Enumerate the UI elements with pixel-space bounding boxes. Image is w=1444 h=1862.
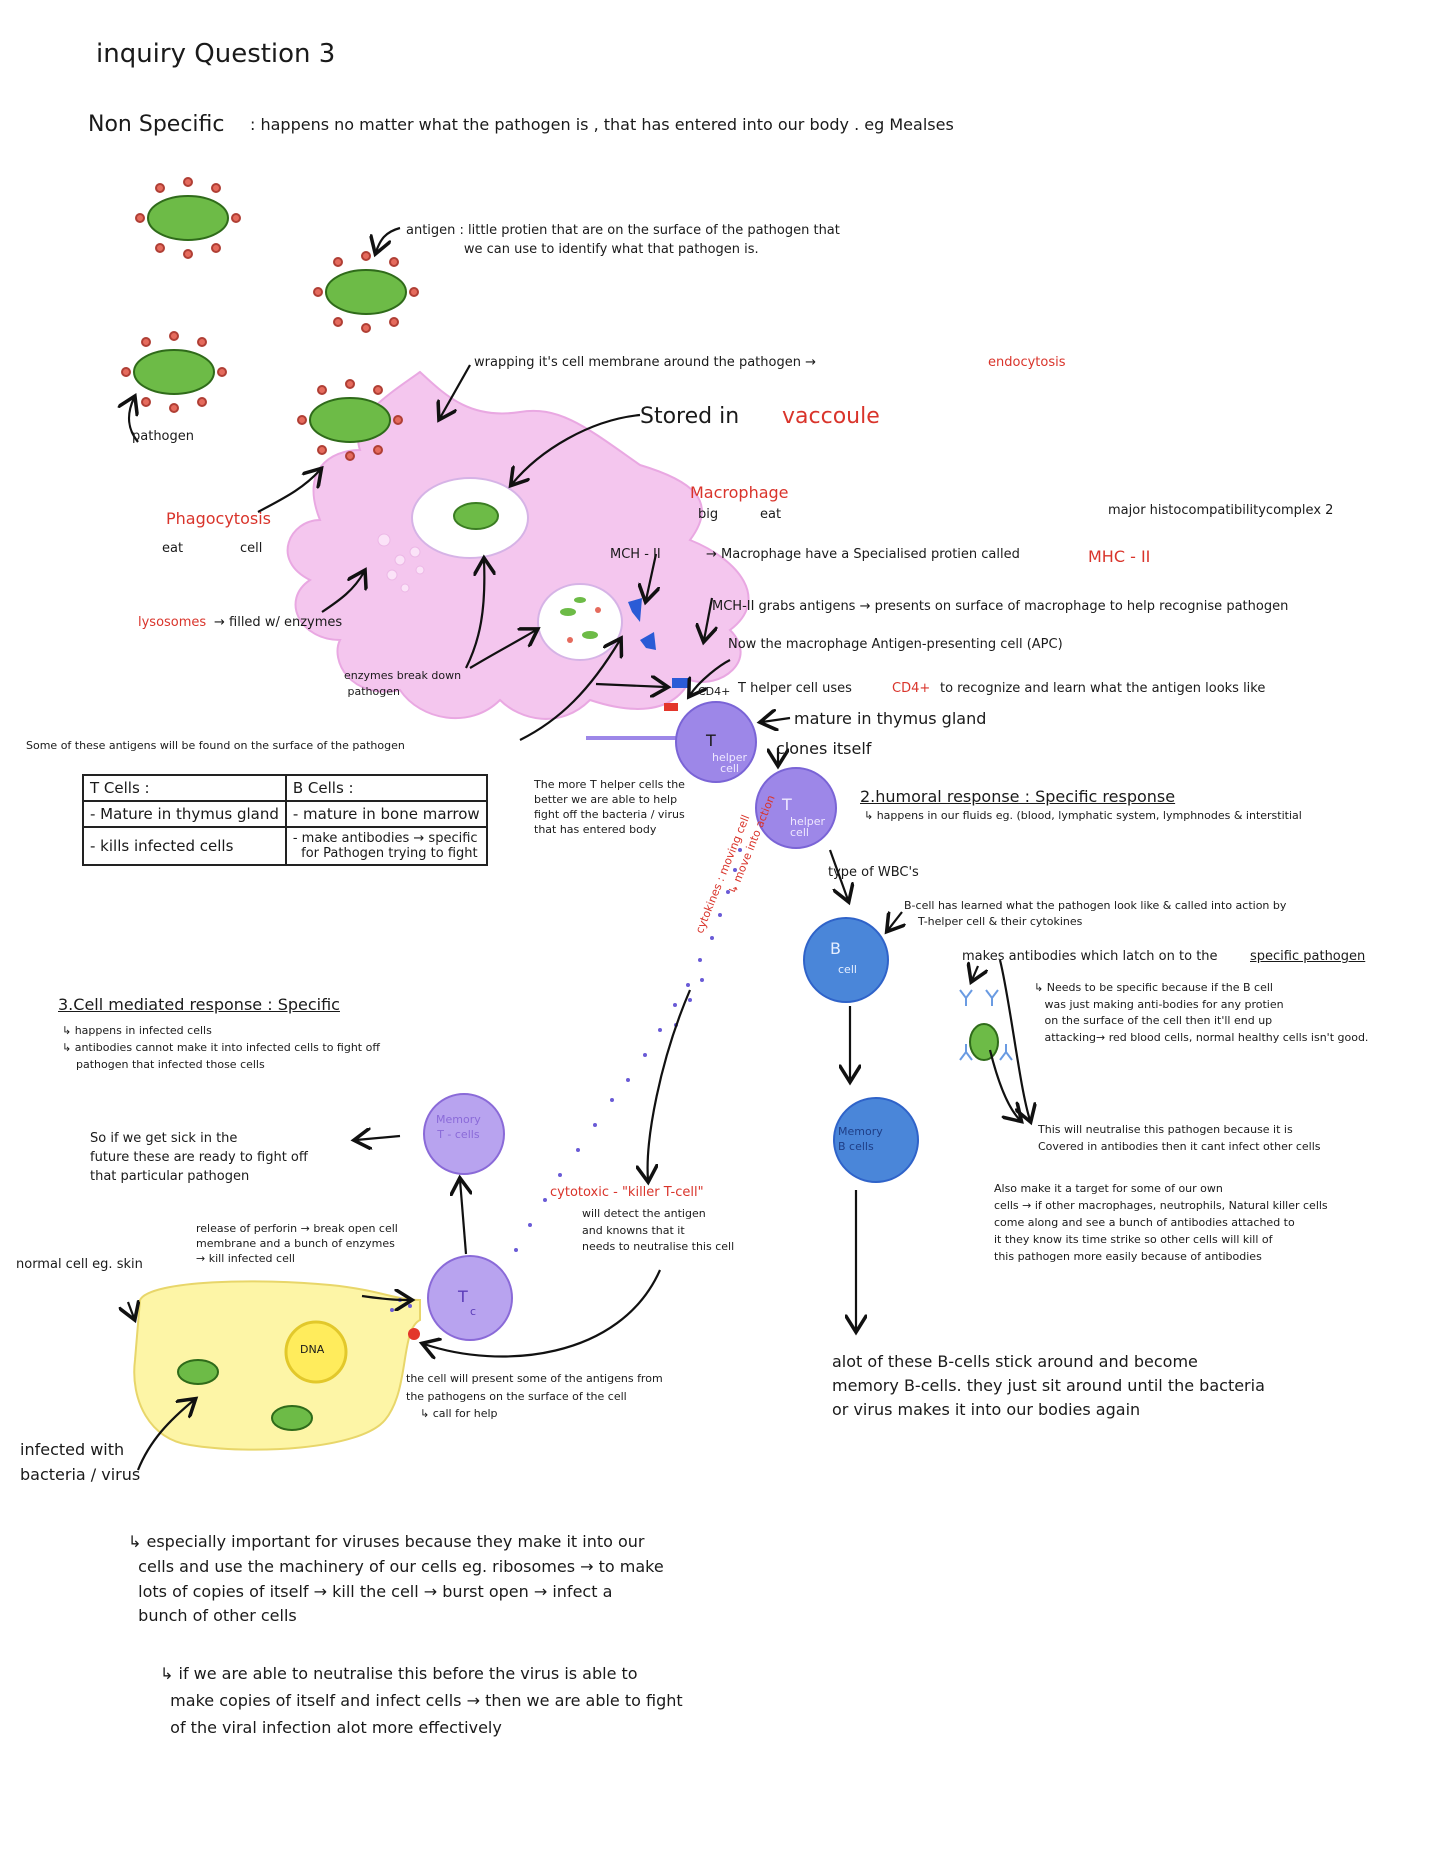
specific-pathogen-text: specific pathogen (1250, 949, 1366, 964)
b-cell-sub: cell (838, 963, 857, 976)
nucleus (284, 1320, 348, 1384)
nonspecific-text: : happens no matter what the pathogen is… (250, 115, 954, 134)
pathogen-spikes (121, 177, 419, 461)
lysosomes-text: → filled w/ enzymes (214, 615, 343, 630)
t-helper-1-letter: T (706, 731, 716, 750)
cytotoxic-label: cytotoxic - "killer T-cell" (550, 1185, 704, 1200)
table-header-t-cells: T Cells : (82, 774, 287, 802)
release-perforin-text: release of perforin → break open cell me… (196, 1222, 398, 1265)
t-helper-uses: T helper cell uses (738, 681, 852, 696)
infected-with-text: infected with bacteria / virus (20, 1440, 141, 1484)
nonspecific-heading: Non Specific (88, 112, 225, 137)
lysosome-vacuole (537, 583, 623, 661)
cd4-label: CD4+ (892, 681, 931, 696)
memory-t-label: Memory T - cells (436, 1113, 481, 1142)
macrophage-label: Macrophage (690, 483, 789, 502)
endocytosis-label: endocytosis (988, 355, 1066, 370)
also-target-text: Also make it a target for some of our ow… (994, 1182, 1328, 1264)
mch-label: MCH - II (610, 547, 661, 562)
needs-specific-text: ↳ Needs to be specific because if the B … (1034, 981, 1369, 1044)
table-header-b-cells: B Cells : (284, 774, 488, 802)
humoral-title: 2.humoral response : Specific response (860, 787, 1176, 806)
t-helper-rest: to recognize and learn what the antigen … (940, 681, 1266, 696)
memory-b-label: Memory B cells (838, 1125, 883, 1154)
mch-grabs-text: MCH-II grabs antigens → presents on surf… (712, 599, 1289, 614)
if-neutralise-text: ↳ if we are able to neutralise this befo… (160, 1664, 683, 1738)
table-row: - kills infected cells - make antibodies… (82, 826, 488, 866)
cell-mediated-body: ↳ happens in infected cells ↳ antibodies… (62, 1024, 380, 1072)
table-row: - Mature in thymus gland - mature in bon… (82, 800, 488, 828)
t-helper-2-sub: helper cell (790, 815, 826, 839)
phagocytosis-cell: cell (240, 541, 263, 556)
macrophage-eat: eat (760, 507, 782, 522)
bcell-learned-text: B-cell has learned what the pathogen loo… (904, 899, 1287, 928)
wrapping-text: wrapping it's cell membrane around the p… (474, 355, 816, 370)
type-wbc-text: type of WBC's (828, 865, 919, 880)
memory-b-cell (833, 1097, 919, 1183)
vacuole-pathogen (453, 502, 499, 530)
t-helper-1-sub: helper cell (712, 751, 748, 775)
cell-present-text: the cell will present some of the antige… (406, 1372, 663, 1421)
infected-cell (133, 1280, 421, 1451)
mature-text: mature in thymus gland (794, 709, 987, 728)
lysosomes-label: lysosomes (138, 615, 207, 630)
clones-text: clones itself (776, 739, 872, 758)
t-helper-cell-2 (755, 767, 837, 849)
memory-b-cells-text: alot of these B-cells stick around and b… (832, 1352, 1265, 1419)
table-cell: - make antibodies → specific for Pathoge… (284, 826, 488, 866)
neutralise-text: This will neutralise this pathogen becau… (1038, 1123, 1321, 1153)
mhc-label: MHC - II (1088, 547, 1151, 566)
mhc-full-name: major histocompatibilitycomplex 2 (1108, 503, 1334, 518)
tc-sub: c (470, 1305, 477, 1318)
cd4-prefix: CD4+ (698, 685, 731, 698)
cell-mediated-title: 3.Cell mediated response : Specific (58, 995, 340, 1014)
b-cell-letter: B (830, 939, 841, 958)
table-cell: - mature in bone marrow (284, 800, 488, 828)
makes-antibodies-text: makes antibodies which latch on to the (962, 949, 1218, 964)
t-b-cells-table: T Cells : B Cells : - Mature in thymus g… (82, 774, 488, 866)
table-cell: - kills infected cells (82, 826, 287, 866)
pathogen-label: pathogen (132, 429, 194, 444)
antigen-definition: antigen : little protien that are on the… (406, 223, 840, 257)
tc-cell (427, 1255, 513, 1341)
humoral-sub: ↳ happens in our fluids eg. (blood, lymp… (864, 809, 1302, 822)
tc-letter: T (458, 1287, 468, 1306)
t-helper-cell-1 (675, 701, 757, 783)
phagocytosis-label: Phagocytosis (166, 509, 271, 528)
macrophage-shape (286, 370, 750, 720)
macrophage-big: big (698, 507, 719, 522)
will-detect-text: will detect the antigen and knowns that … (582, 1207, 735, 1253)
dna-label: DNA (300, 1343, 325, 1356)
macrophage-have-text: → Macrophage have a Specialised protien … (706, 547, 1020, 562)
enzymes-text: enzymes break down pathogen (344, 669, 462, 698)
more-t-helper-text: The more T helper cells the better we ar… (534, 778, 685, 836)
b-cell (803, 917, 889, 1003)
normal-cell-label: normal cell eg. skin (16, 1257, 143, 1272)
so-if-text: So if we get sick in the future these ar… (90, 1131, 308, 1184)
table-cell: - Mature in thymus gland (82, 800, 287, 828)
some-antigens-text: Some of these antigens will be found on … (26, 739, 405, 752)
apc-text: Now the macrophage Antigen-presenting ce… (728, 637, 1063, 652)
especially-important-text: ↳ especially important for viruses becau… (128, 1532, 664, 1626)
pathogen-icons (133, 195, 407, 443)
phagocytosis-eat: eat (162, 541, 184, 556)
page-title: inquiry Question 3 (96, 39, 336, 69)
memory-t-cell (423, 1093, 505, 1175)
stored-label: Stored in (640, 404, 740, 429)
t-helper-2-letter: T (782, 795, 792, 814)
vaccoule-label: vaccoule (782, 404, 880, 429)
